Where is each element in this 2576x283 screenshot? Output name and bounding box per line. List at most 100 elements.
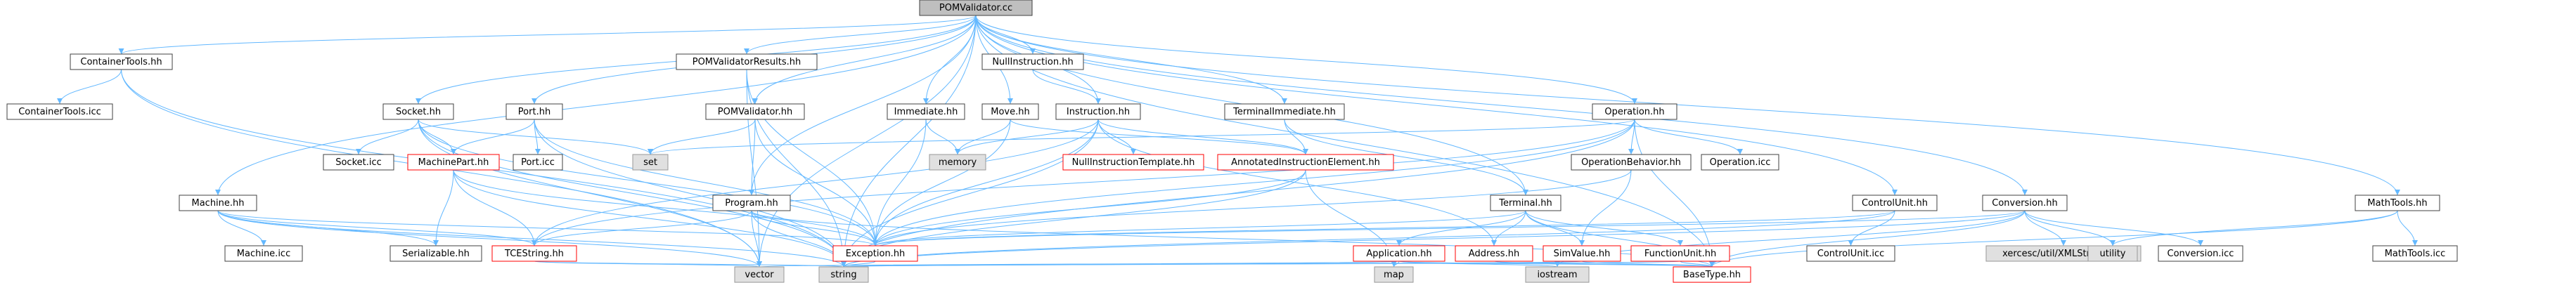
node-conversion-icc[interactable]: Conversion.icc bbox=[2158, 245, 2243, 262]
node-pomvalidator-hh[interactable]: POMValidator.hh bbox=[705, 103, 805, 120]
node-immediate-hh[interactable]: Immediate.hh bbox=[887, 103, 965, 120]
edge-socket_hh-to-machinepart_hh bbox=[418, 119, 454, 155]
node-box bbox=[491, 245, 577, 262]
node-controlunit-icc[interactable]: ControlUnit.icc bbox=[1806, 245, 1895, 262]
edge-arrowhead bbox=[1628, 149, 1634, 154]
node-label: Socket.icc bbox=[335, 157, 382, 168]
edge-arrowhead bbox=[1632, 98, 1637, 104]
edge-socket_hh-to-string bbox=[418, 119, 844, 268]
edge-arrowhead bbox=[1282, 98, 1287, 104]
node-instruction-hh[interactable]: Instruction.hh bbox=[1055, 103, 1141, 120]
node-port-hh[interactable]: Port.hh bbox=[505, 103, 563, 120]
node-socket-icc[interactable]: Socket.icc bbox=[323, 154, 394, 171]
node-exception-hh[interactable]: Exception.hh bbox=[832, 245, 918, 262]
node-machine-icc[interactable]: Machine.icc bbox=[224, 245, 303, 262]
node-string[interactable]: string bbox=[818, 266, 869, 283]
node-nullinstruction-hh[interactable]: NullInstruction.hh bbox=[981, 53, 1084, 70]
edge-machinepart_hh-to-tcestring_hh bbox=[453, 169, 535, 246]
node-set[interactable]: set bbox=[632, 154, 669, 171]
edge-pomvalidator_hh-to-set bbox=[650, 119, 756, 155]
node-pomvalidatorresults-hh[interactable]: POMValidatorResults.hh bbox=[676, 53, 818, 70]
node-move-hh[interactable]: Move.hh bbox=[981, 103, 1039, 120]
edge-machine_hh-to-tcestring_hh bbox=[217, 210, 535, 246]
edge-containertools_hh-to-containertools_icc bbox=[59, 69, 122, 105]
node-operationbehavior-hh[interactable]: OperationBehavior.hh bbox=[1571, 154, 1692, 171]
node-containertools-hh[interactable]: ContainerTools.hh bbox=[70, 53, 173, 70]
edge-arrowhead bbox=[744, 48, 749, 54]
node-label: NullInstruction.hh bbox=[992, 57, 1073, 67]
node-simvalue-hh[interactable]: SimValue.hh bbox=[1543, 245, 1621, 262]
edge-conversion_hh-to-utility bbox=[2024, 210, 2113, 246]
node-label: ContainerTools.hh bbox=[80, 57, 162, 67]
edge-annotatedinstructionelement_hh-to-exception_hh bbox=[875, 169, 1306, 246]
node-box bbox=[1062, 154, 1204, 171]
node-tcestring-hh[interactable]: TCEString.hh bbox=[491, 245, 577, 262]
node-label: POMValidator.hh bbox=[718, 107, 792, 117]
node-controlunit-hh[interactable]: ControlUnit.hh bbox=[1852, 195, 1938, 211]
node-box bbox=[1982, 195, 2068, 211]
node-box bbox=[1490, 195, 1561, 211]
node-machine-hh[interactable]: Machine.hh bbox=[179, 195, 257, 211]
edge-immediate_hh-to-exception_hh bbox=[875, 119, 927, 246]
edge-machinepart_hh-to-exception_hh bbox=[453, 169, 876, 246]
node-label: FunctionUnit.hh bbox=[1644, 249, 1716, 259]
node-containertools-icc[interactable]: ContainerTools.icc bbox=[6, 103, 113, 120]
node-nullinstructiontemplate-hh[interactable]: NullInstructionTemplate.hh bbox=[1062, 154, 1204, 171]
node-box bbox=[407, 154, 500, 171]
edge-application_hh-to-iostream bbox=[1398, 261, 1558, 268]
node-serializable-hh[interactable]: Serializable.hh bbox=[389, 245, 482, 262]
edge-arrowhead bbox=[356, 149, 361, 154]
node-operation-icc[interactable]: Operation.icc bbox=[1701, 154, 1779, 171]
edge-socket_hh-to-set bbox=[418, 119, 651, 155]
node-label: set bbox=[643, 157, 657, 168]
node-box bbox=[389, 245, 482, 262]
node-functionunit-hh[interactable]: FunctionUnit.hh bbox=[1630, 245, 1730, 262]
edge-arrowhead bbox=[1030, 48, 1036, 54]
edge-root-to-conversion_hh bbox=[975, 15, 2026, 196]
node-socket-hh[interactable]: Socket.hh bbox=[382, 103, 454, 120]
node-label: TCEString.hh bbox=[504, 249, 564, 259]
node-label: ControlUnit.icc bbox=[1817, 249, 1885, 259]
edge-nullinstruction_hh-to-instruction_hh bbox=[1032, 69, 1099, 105]
node-program-hh[interactable]: Program.hh bbox=[712, 195, 791, 211]
edge-arrowhead bbox=[416, 98, 421, 104]
node-box bbox=[1673, 266, 1751, 283]
node-application-hh[interactable]: Application.hh bbox=[1353, 245, 1445, 262]
node-mathtools-icc[interactable]: MathTools.icc bbox=[2372, 245, 2458, 262]
node-vector[interactable]: vector bbox=[734, 266, 785, 283]
node-basetype-hh[interactable]: BaseType.hh bbox=[1673, 266, 1751, 283]
node-terminalimmediate-hh[interactable]: TerminalImmediate.hh bbox=[1224, 103, 1345, 120]
node-label: POMValidatorResults.hh bbox=[693, 57, 801, 67]
node-port-icc[interactable]: Port.icc bbox=[513, 154, 563, 171]
node-label: Immediate.hh bbox=[894, 107, 958, 117]
node-box bbox=[2087, 245, 2138, 262]
edge-terminal_hh-to-functionunit_hh bbox=[1525, 210, 1681, 246]
node-root[interactable]: POMValidator.cc bbox=[919, 0, 1033, 16]
node-terminal-hh[interactable]: Terminal.hh bbox=[1490, 195, 1561, 211]
node-box bbox=[632, 154, 669, 171]
edge-arrowhead bbox=[1579, 240, 1585, 246]
node-address-hh[interactable]: Address.hh bbox=[1455, 245, 1533, 262]
node-annotatedinstructionelement-hh[interactable]: AnnotatedInstructionElement.hh bbox=[1217, 154, 1394, 171]
edge-operation_hh-to-string bbox=[843, 119, 1635, 268]
node-operation-hh[interactable]: Operation.hh bbox=[1592, 103, 1677, 120]
edge-socket_hh-to-vector bbox=[418, 119, 760, 268]
node-box bbox=[1055, 103, 1141, 120]
node-box bbox=[1353, 245, 1445, 262]
node-mathtools-hh[interactable]: MathTools.hh bbox=[2355, 195, 2440, 211]
node-machinepart-hh[interactable]: MachinePart.hh bbox=[407, 154, 500, 171]
node-map[interactable]: map bbox=[1374, 266, 1414, 283]
node-box bbox=[382, 103, 454, 120]
edge-arrowhead bbox=[1523, 190, 1528, 195]
edge-root-to-pomvalidator_hh bbox=[754, 15, 977, 105]
edge-arrowhead bbox=[2395, 190, 2400, 195]
node-label: BaseType.hh bbox=[1683, 270, 1741, 280]
node-utility[interactable]: utility bbox=[2087, 245, 2138, 262]
node-memory[interactable]: memory bbox=[929, 154, 986, 171]
edge-arrowhead bbox=[756, 261, 762, 267]
edge-arrowhead bbox=[1391, 261, 1397, 267]
node-label: Instruction.hh bbox=[1067, 107, 1130, 117]
node-iostream[interactable]: iostream bbox=[1525, 266, 1590, 283]
node-conversion-hh[interactable]: Conversion.hh bbox=[1982, 195, 2068, 211]
